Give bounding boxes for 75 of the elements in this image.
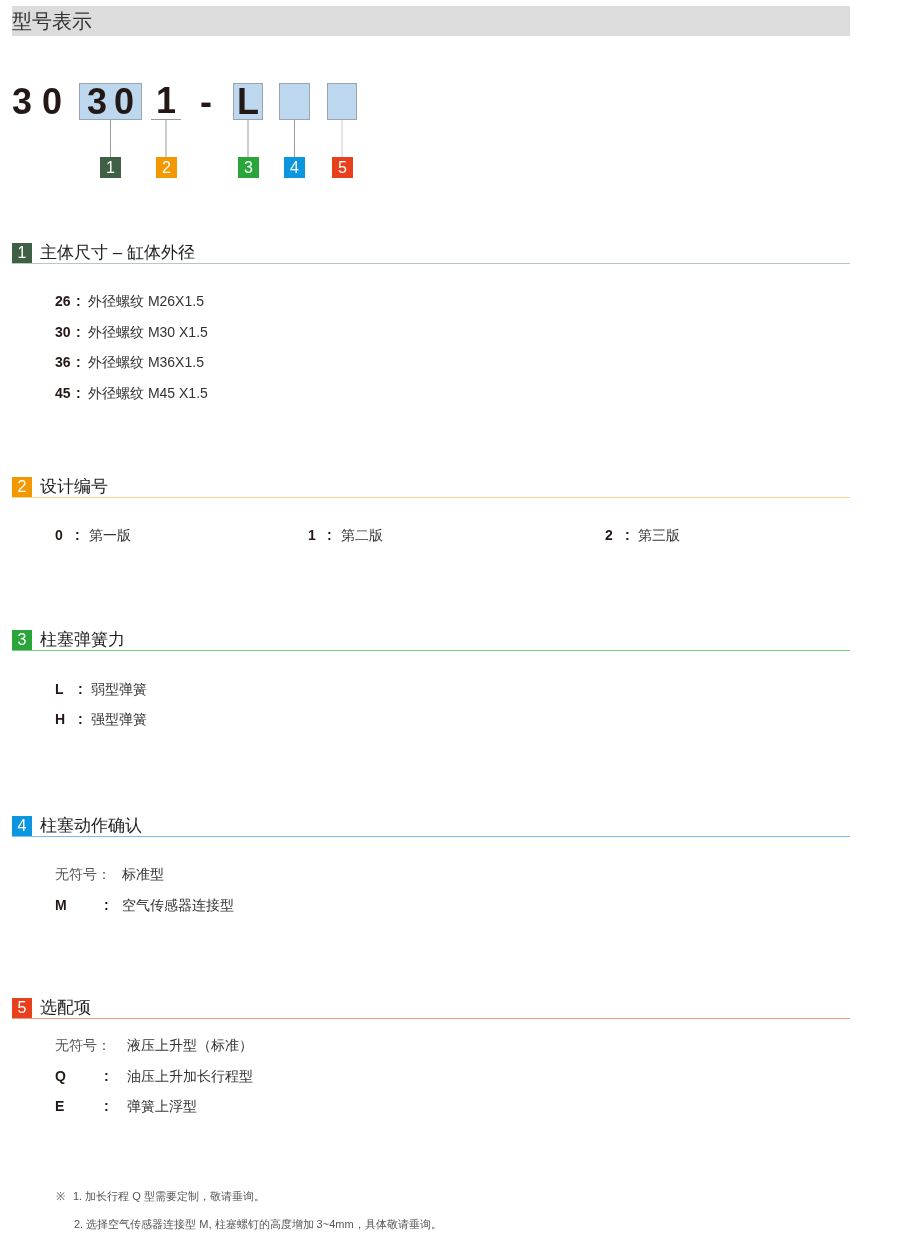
option-separator: : — [76, 384, 81, 403]
number-badge: 5 — [332, 157, 353, 178]
option-code: E — [55, 1097, 65, 1116]
number-badge: 2 — [12, 477, 32, 497]
option-separator: : — [327, 526, 332, 545]
number-badge: 4 — [12, 816, 32, 836]
leader-line — [110, 119, 111, 158]
model-code-dash: - — [200, 83, 212, 120]
option-code: H — [55, 710, 66, 729]
option-code: 30 — [55, 323, 71, 342]
title-bar: 型号表示 — [12, 6, 850, 36]
option-separator: : — [76, 353, 81, 372]
option-description: 外径螺纹 M45 X1.5 — [88, 384, 208, 403]
option-code: 2 — [605, 526, 613, 545]
option-description: 油压上升加长行程型 — [127, 1067, 253, 1086]
option-description: 第一版 — [89, 526, 131, 545]
option-code: 无符号： — [55, 865, 111, 884]
option-separator: : — [104, 1097, 109, 1116]
section-header — [12, 243, 850, 264]
option-description: 弹簧上浮型 — [127, 1097, 197, 1116]
number-badge: 1 — [100, 157, 121, 178]
number-badge: 3 — [12, 630, 32, 650]
option-code: 36 — [55, 353, 71, 372]
note-mark: ※ — [56, 1189, 65, 1204]
option-description: 液压上升型（标准） — [127, 1036, 253, 1055]
section-heading: 设计编号 — [40, 476, 108, 497]
option-description: 标准型 — [122, 865, 164, 884]
option-description: 外径螺纹 M26X1.5 — [88, 292, 204, 311]
number-badge: 2 — [156, 157, 177, 178]
option-code: M — [55, 896, 67, 915]
section-header — [12, 630, 850, 651]
code-box — [327, 83, 357, 120]
option-description: 外径螺纹 M36X1.5 — [88, 353, 204, 372]
section-heading: 选配项 — [40, 997, 91, 1018]
option-description: 第二版 — [341, 526, 383, 545]
leader-line — [294, 119, 295, 158]
option-separator: : — [76, 292, 81, 311]
section-heading: 主体尺寸 – 缸体外径 — [40, 242, 195, 263]
option-separator: : — [75, 526, 80, 545]
number-badge: 5 — [12, 998, 32, 1018]
leader-line — [165, 119, 167, 158]
underlined-digit: 1 — [151, 83, 181, 120]
number-badge: 1 — [12, 243, 32, 263]
number-badge: 3 — [238, 157, 259, 178]
option-description: 弱型弹簧 — [91, 680, 147, 699]
option-separator: : — [76, 323, 81, 342]
number-badge: 4 — [284, 157, 305, 178]
option-separator: : — [104, 1067, 109, 1086]
section-header — [12, 998, 850, 1019]
note-text: 2. 选择空气传感器连接型 M, 柱塞螺钉的高度增加 3~4mm，具体敬请垂询。 — [74, 1217, 442, 1232]
code-box — [279, 83, 310, 120]
code-box: L — [233, 83, 263, 120]
code-box: 30 — [79, 83, 142, 120]
section-header — [12, 477, 850, 498]
option-description: 强型弹簧 — [91, 710, 147, 729]
option-code: 0 — [55, 526, 63, 545]
option-separator: : — [625, 526, 630, 545]
leader-line — [247, 119, 249, 158]
option-description: 第三版 — [638, 526, 680, 545]
option-separator: : — [78, 680, 83, 699]
option-separator: : — [78, 710, 83, 729]
option-code: 45 — [55, 384, 71, 403]
option-code: 26 — [55, 292, 71, 311]
option-code: 无符号： — [55, 1036, 111, 1055]
option-code: L — [55, 680, 64, 699]
option-description: 空气传感器连接型 — [122, 896, 234, 915]
section-heading: 柱塞动作确认 — [40, 815, 142, 836]
option-code: 1 — [308, 526, 316, 545]
option-description: 外径螺纹 M30 X1.5 — [88, 323, 208, 342]
option-code: Q — [55, 1067, 66, 1086]
option-separator: : — [104, 896, 109, 915]
section-header — [12, 816, 850, 837]
model-code-digits: 30 — [12, 83, 73, 120]
note-text: 1. 加长行程 Q 型需要定制，敬请垂询。 — [73, 1189, 265, 1204]
section-heading: 柱塞弹簧力 — [40, 629, 125, 650]
